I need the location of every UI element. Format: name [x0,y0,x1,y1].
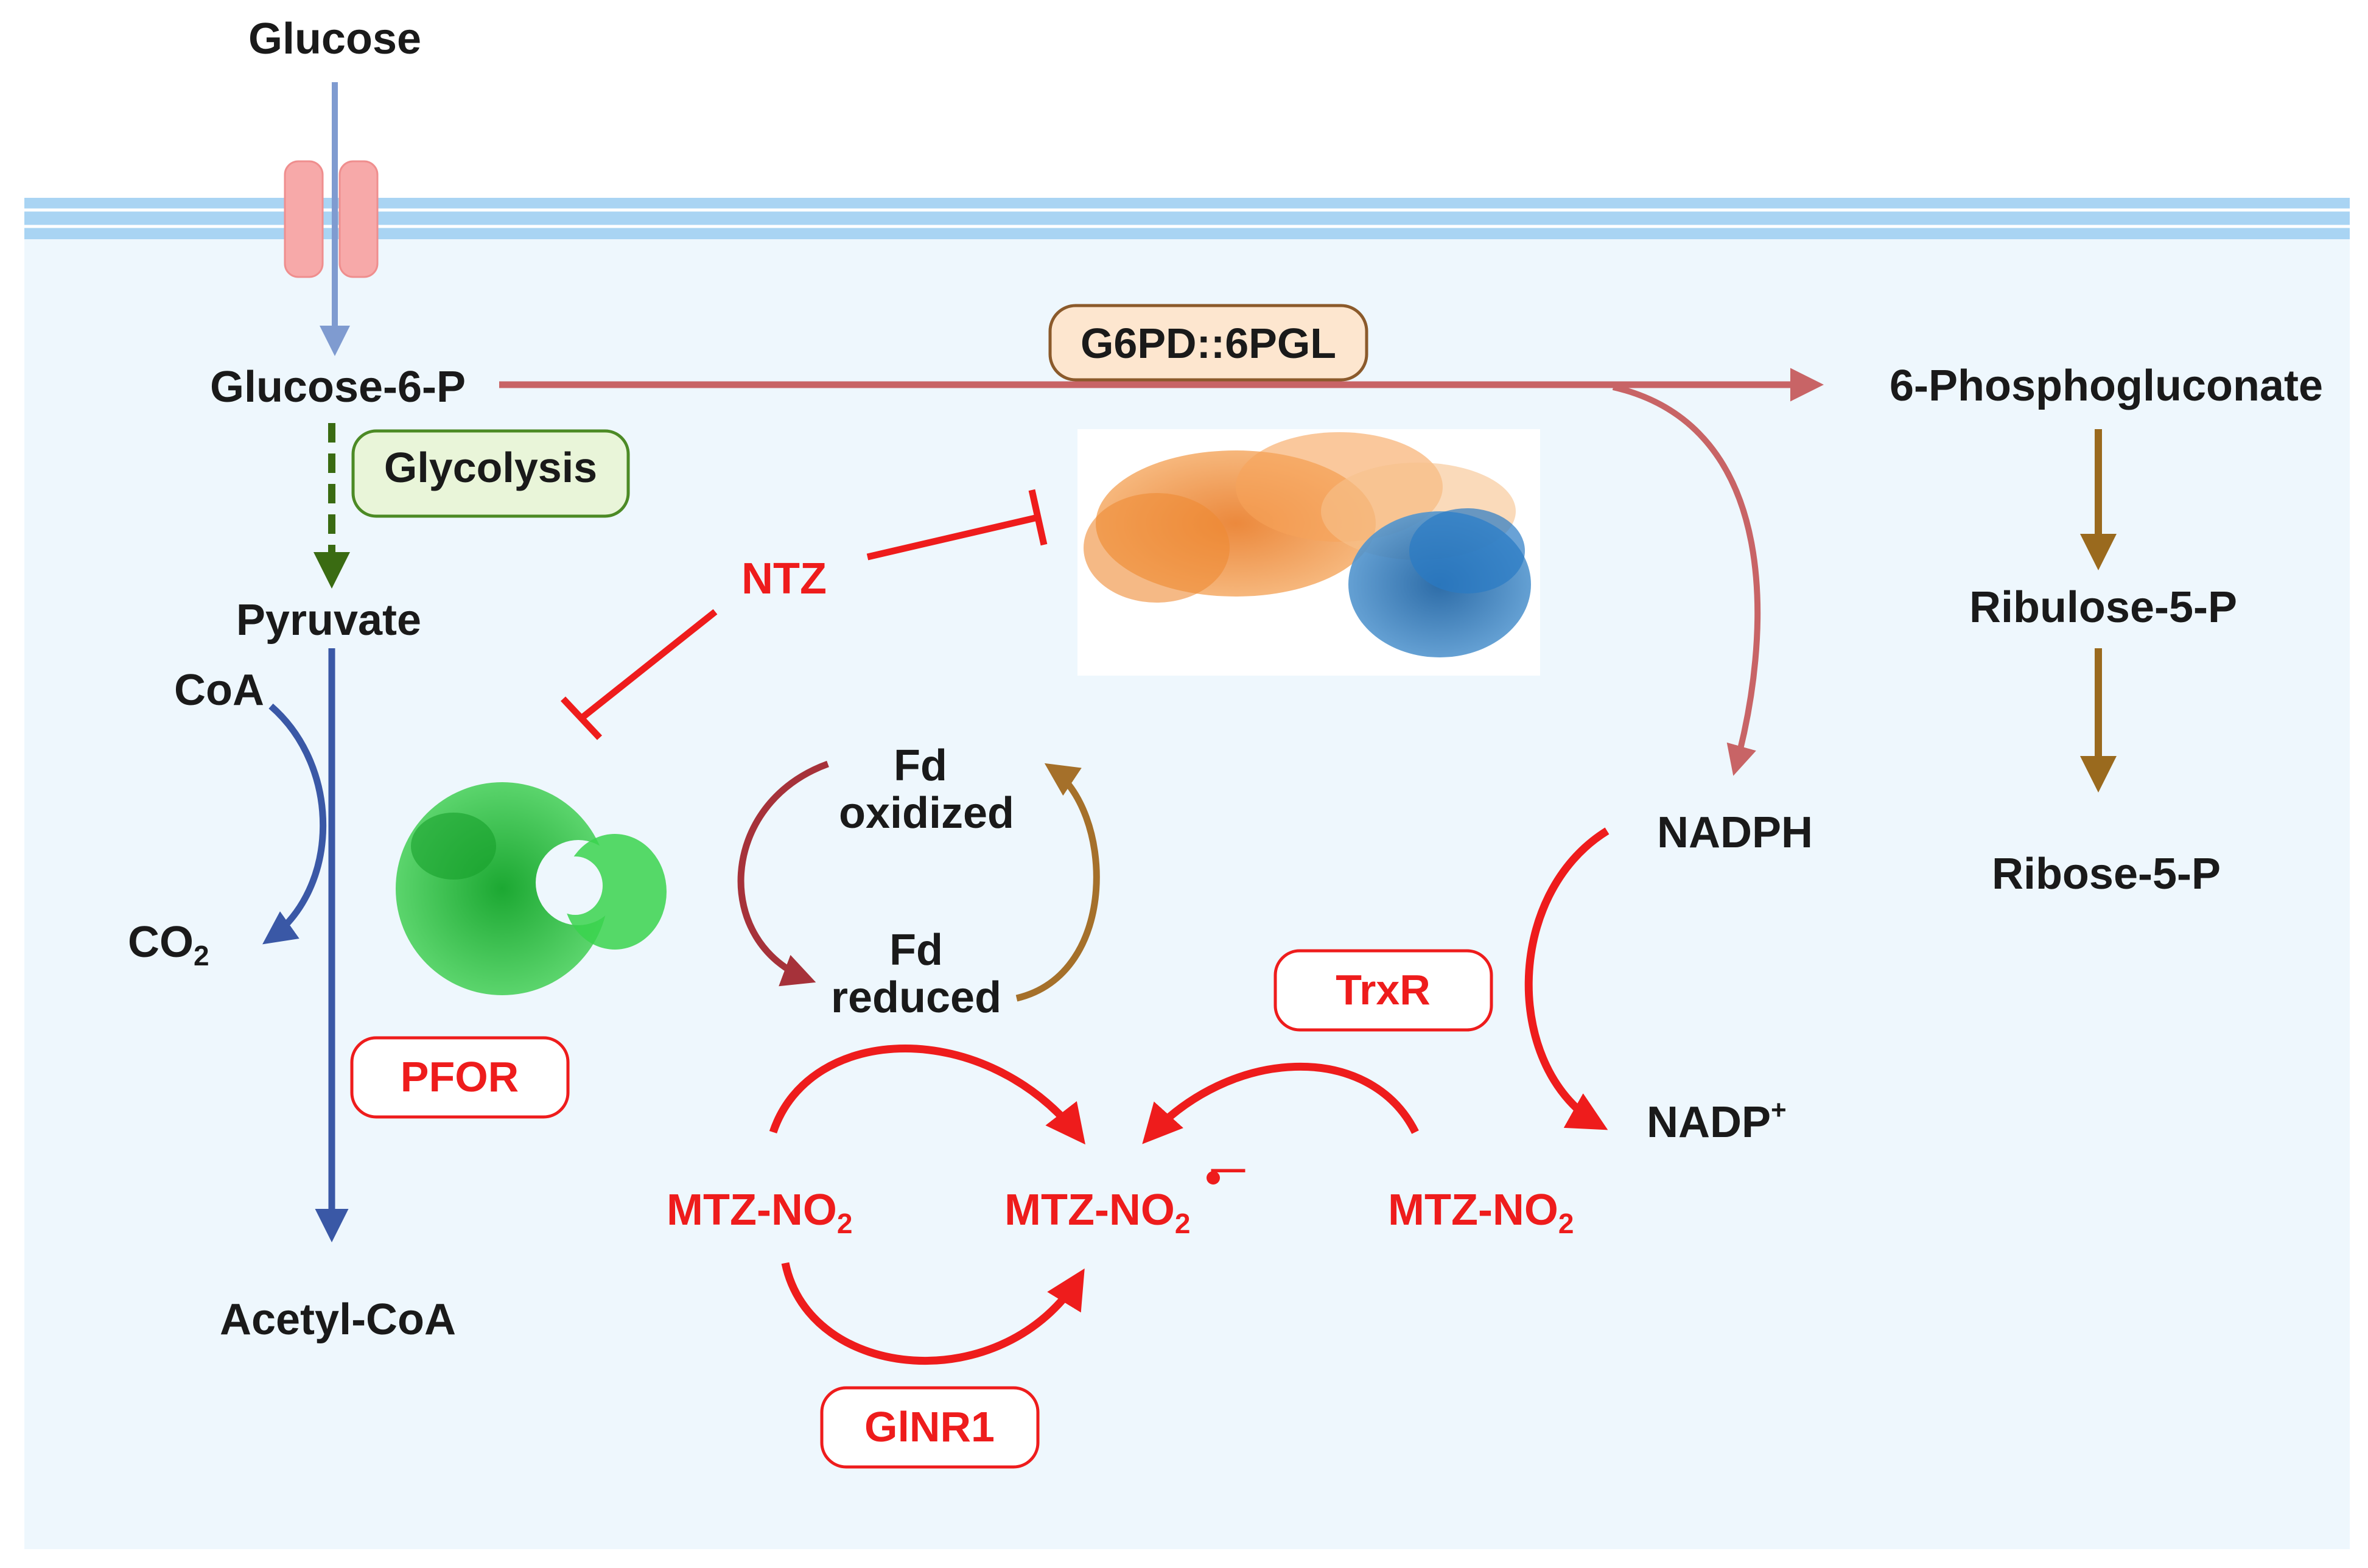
mtz-trxr-reduction-arrow [1142,1062,1419,1144]
coa-co2-arrow [262,703,327,945]
fd-oxidized-line1: Fd [894,741,947,790]
fd-reduced-line1: Fd [889,926,943,975]
glycolysis-label-box: Glycolysis [351,429,630,518]
pfor-protein-structure-image [396,782,667,995]
acetyl-coa-label: Acetyl-CoA [220,1295,456,1344]
g6pd-label: G6PD::6PGL [1081,320,1336,367]
ginr1-label: GlNR1 [864,1403,995,1451]
fd-reduction-arrow [737,760,829,987]
nadp-label: NADP+ [1647,1095,1787,1147]
radical-dot-icon [1207,1171,1220,1185]
glucose-label: Glucose [248,15,421,63]
fd-oxidation-arrow [1015,763,1100,1002]
pfor-label-box: PFOR [350,1036,570,1119]
g6pd-label-box: G6PD::6PGL [1048,304,1368,382]
mtz-no2-right-label: MTZ-NO2 [1388,1186,1574,1239]
ribose-5-p-label: Ribose-5-P [1992,850,2221,898]
g6pd-protein-structure-image [1077,429,1540,676]
membrane-transporter-icon [284,160,379,278]
pyruvate-label: Pyruvate [236,596,421,645]
fd-oxidized-line2: oxidized [839,789,1014,838]
nadph-to-nadp-arrow [1524,827,1610,1130]
glycolysis-label: Glycolysis [384,444,597,491]
pfor-label: PFOR [401,1053,519,1101]
glucose-6-p-label: Glucose-6-P [210,363,466,411]
ginr1-label-box: GlNR1 [820,1386,1040,1469]
ribulose-5-p-label: Ribulose-5-P [1969,583,2237,632]
6-phosphogluconate-label: 6-Phosphogluconate [1890,362,2323,410]
mtz-no2-left-label: MTZ-NO2 [667,1186,853,1239]
nadph-branch-arrow [1612,384,1761,776]
nadph-label: NADPH [1657,808,1813,857]
mtz-ginr1-reduction-arrow [781,1262,1085,1365]
ntz-inhibits-pfor [560,609,718,740]
fd-reduced-line2: reduced [831,973,1001,1022]
mtz-fd-reduction-arrow [769,1045,1085,1145]
trxr-label: TrxR [1336,966,1431,1013]
coa-label: CoA [174,666,264,715]
ntz-inhibits-g6pd [866,489,1048,561]
trxr-label-box: TrxR [1273,949,1493,1032]
mtz-no2-radical-label: MTZ-NO2— [1004,1149,1245,1239]
co2-label: CO2 [128,918,209,971]
cell-membrane [24,198,2350,239]
ntz-label: NTZ [741,555,827,603]
